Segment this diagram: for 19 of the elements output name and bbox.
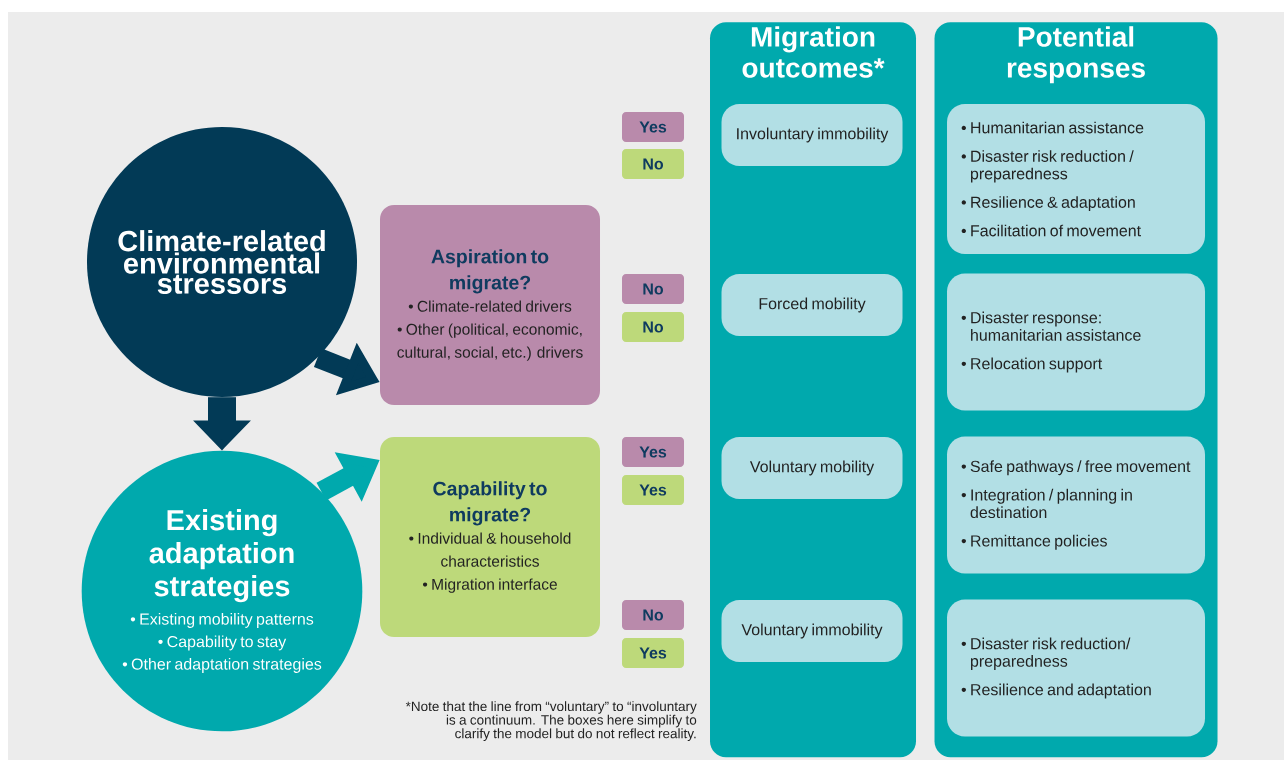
answer-tag: No [622,600,684,630]
outcome-box: Voluntary mobility [721,437,903,499]
question-box: Aspiration to migrate? • Climate-related drivers • Other (political, economic, cultural, social, etc.) drivers [380,205,600,405]
outcome-box: Forced mobility [721,274,903,336]
question-box: Capability to migrate? • Individual & household characteristics • Migration interface [380,437,600,637]
outcome-box: Voluntary immobility [721,600,903,662]
outcome-box: Involuntary immobility [721,104,903,166]
answer-tag: No [622,274,684,304]
response-box: • Disaster response: humanitarian assistance • Relocation support [947,273,1205,411]
answer-tag: Yes [622,112,684,142]
response-box: • Humanitarian assistance • Disaster risk reduction / preparedness • Resilience & adaptation • Facilitation of movement [947,104,1205,254]
answer-tag: No [622,312,684,342]
answer-tag: Yes [622,638,684,668]
answer-tag: No [622,149,684,179]
footnote: *Note that the line from “voluntary” to “involuntary is a continuum. The boxes here simplify to clarify the model but do not reflect reality. [405,701,697,741]
answer-tag: Yes [622,475,684,505]
answer-tag: Yes [622,437,684,467]
response-box: • Disaster risk reduction/ preparedness • Resilience and adaptation [947,599,1205,737]
response-box: • Safe pathways / free movement • Integration / planning in destination • Remittance policies [947,436,1205,574]
